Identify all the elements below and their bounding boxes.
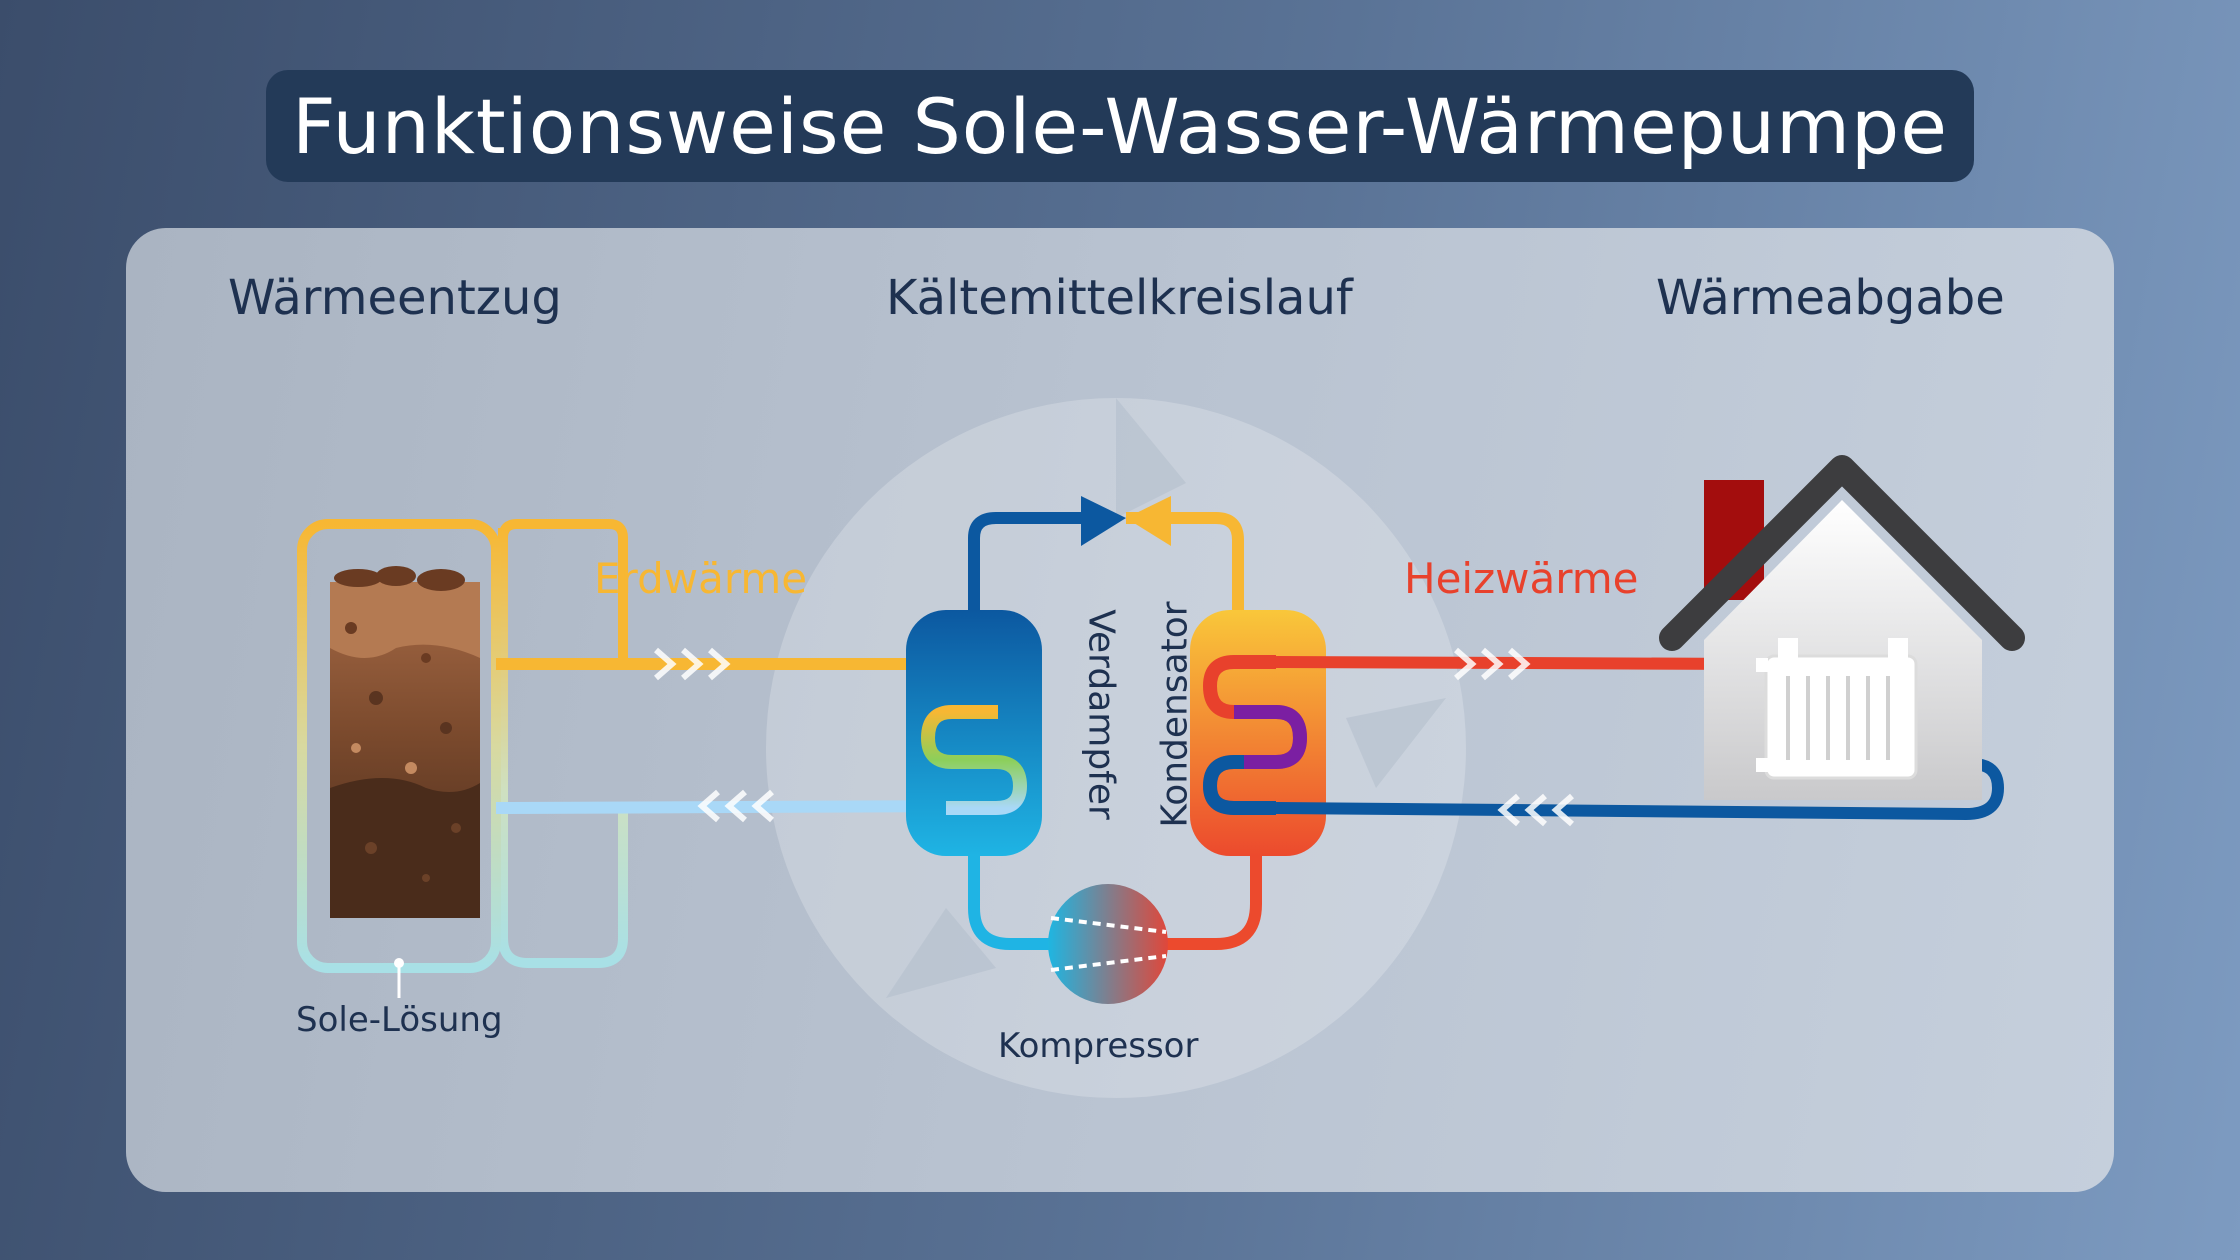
label-kondensator: Kondensator [1154,601,1196,828]
cycle-background-icon [766,398,1466,1098]
flow-arrows-heat [1454,647,1574,827]
brine-loop [498,519,628,968]
label-sole-loesung: Sole-Lösung [296,1000,503,1040]
label-kompressor: Kompressor [998,1026,1199,1066]
compressor-icon [1048,884,1168,1004]
diagram-panel: Wärmeentzug Kältemittelkreislauf Wärmeab… [126,228,2114,1192]
heading-waermeentzug: Wärmeentzug [228,270,562,326]
title-bar: Funktionsweise Sole-Wasser-Wärmepumpe [266,70,1974,182]
condenser [1190,610,1326,856]
label-heizwaerme: Heizwärme [1404,554,1639,603]
evaporator [906,610,1042,856]
flow-arrows-ground [654,647,774,823]
heat-pipe [1275,656,1757,670]
label-verdampfer: Verdampfer [1080,609,1122,820]
heading-waermeabgabe: Wärmeabgabe [1656,270,2005,326]
radiator-icon [1756,638,1918,780]
heading-kaeltemittelkreislauf: Kältemittelkreislauf [886,270,1353,326]
label-erdwaerme: Erdwärme [594,554,808,603]
diagram-graphics [297,398,2025,1098]
evaporator-coil [920,705,1028,815]
expansion-valve-icon [1081,496,1171,546]
soil-icon [330,566,480,918]
refrigerant-circuit [968,512,1262,950]
page-title: Funktionsweise Sole-Wasser-Wärmepumpe [291,81,1949,171]
